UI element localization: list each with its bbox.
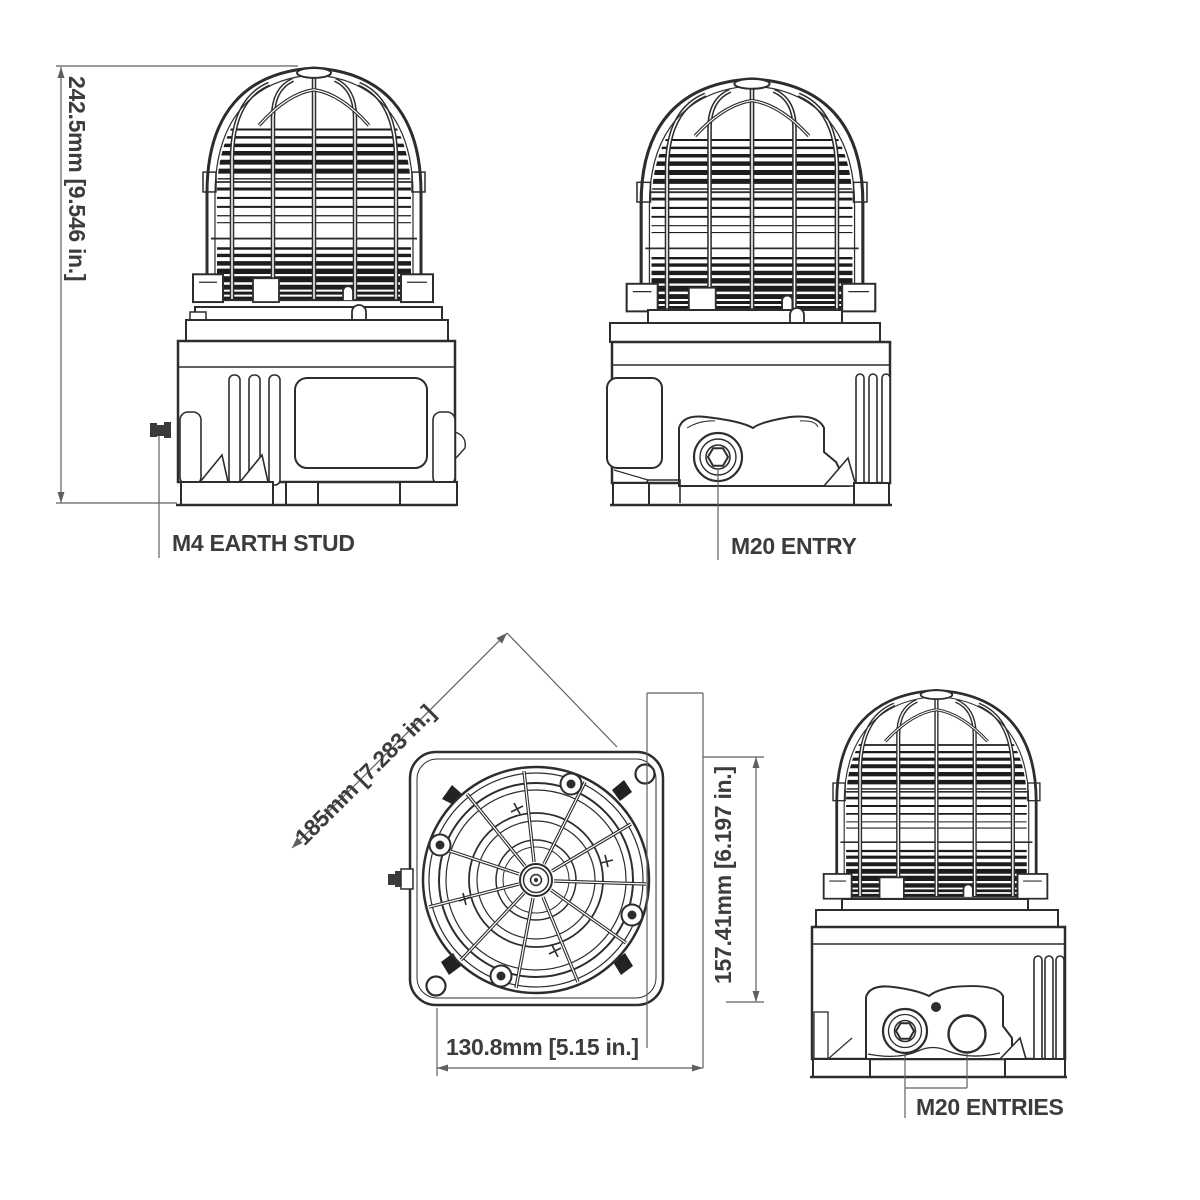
mounting-hole — [425, 975, 447, 997]
earth-stud-top — [388, 868, 414, 890]
m20-entries-callout-label: M20 ENTRIES — [916, 1094, 1064, 1120]
vertical-dimension-label: 157.41mm [6.197 in.] — [710, 766, 736, 984]
beacon-front-view-m20-entry — [606, 79, 892, 507]
cage-spokes-top — [428, 770, 647, 989]
m20-entry-open-hole — [947, 1014, 987, 1054]
m20-entry-callout-label: M20 ENTRY — [731, 533, 857, 559]
dimension-lines — [56, 65, 968, 1118]
cage-clamp-bosses — [428, 772, 644, 988]
horizontal-dimension-label: 130.8mm [5.15 in.] — [446, 1034, 639, 1060]
earth-stud — [150, 422, 171, 438]
beacon-front-view-earth-stud — [150, 68, 466, 507]
m20-entry-plug — [692, 431, 744, 483]
label-panel — [294, 377, 428, 469]
beacon-top-view — [388, 750, 665, 1007]
m20-entry-plug — [881, 1007, 929, 1055]
dimension-arrows — [57, 67, 760, 1072]
mounting-hole — [634, 763, 656, 785]
height-dimension-label: 242.5mm [9.546 in.] — [64, 76, 90, 282]
beacon-front-view-m20-entries — [810, 690, 1067, 1079]
earth-stud-callout-label: M4 EARTH STUD — [172, 530, 355, 556]
